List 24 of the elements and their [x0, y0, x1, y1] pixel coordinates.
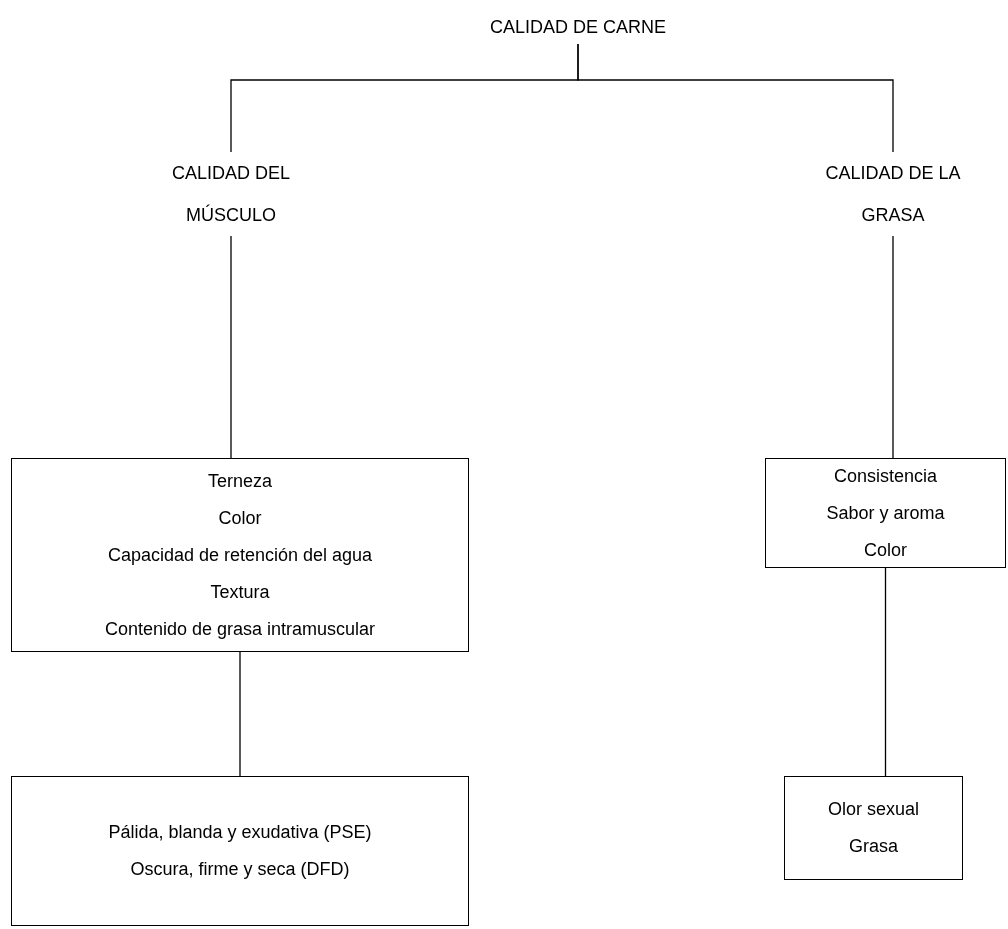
- heading-text: CALIDAD DE LA GRASA: [824, 162, 962, 227]
- list-item-text: Contenido de grasa intramuscular: [104, 617, 376, 641]
- connector-line: [577, 43, 894, 153]
- list-item-text: Capacidad de retención del agua: [107, 543, 373, 567]
- list-item-text: Olor sexual: [827, 798, 919, 821]
- list-item-text: Consistencia: [833, 464, 938, 488]
- connector-line: [884, 567, 887, 777]
- list-item-text: Sabor y aroma: [826, 501, 945, 525]
- list-item-text: Oscura, firme y seca (DFD): [130, 858, 350, 881]
- list-item-text: Terneza: [207, 469, 272, 493]
- heading-text: CALIDAD DEL MÚSCULO: [170, 162, 291, 227]
- connector-line: [230, 235, 232, 459]
- text-box: [765, 458, 1006, 568]
- text-box: [784, 776, 963, 880]
- list-item-text: Grasa: [849, 835, 898, 858]
- text-box: [11, 776, 469, 926]
- heading-text: CALIDAD DE CARNE: [489, 16, 666, 39]
- connector-line: [892, 235, 894, 459]
- list-item-text: Textura: [210, 580, 270, 604]
- text-box: [11, 458, 469, 652]
- list-item-text: Color: [218, 506, 262, 530]
- list-item-text: Pálida, blanda y exudativa (PSE): [108, 821, 372, 844]
- connector-line: [239, 651, 241, 777]
- list-item-text: Color: [864, 538, 907, 562]
